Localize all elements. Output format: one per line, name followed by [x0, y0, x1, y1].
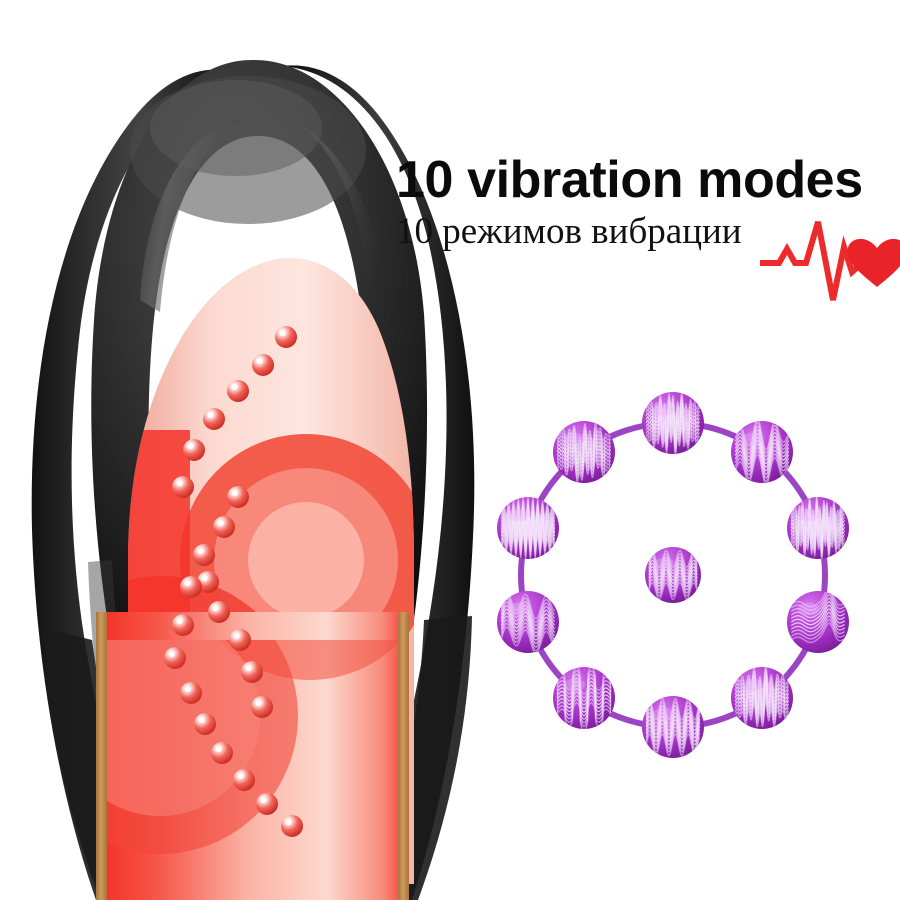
center-mode-node[interactable]: [645, 547, 701, 603]
waveform-pattern: [791, 591, 845, 644]
heartbeat-line: [760, 221, 886, 301]
mode-node-1[interactable]: [642, 392, 704, 455]
mode-node-group: [497, 392, 849, 758]
mode-node-10[interactable]: [553, 421, 615, 483]
vibration-bead-chain: [164, 326, 303, 837]
page-subtitle: 10 режимов вибрации: [396, 211, 742, 252]
waveform-pattern: [645, 697, 701, 757]
vibration-bead: [229, 629, 251, 651]
shaft-section: [96, 612, 409, 900]
waveform-pattern: [734, 421, 790, 483]
waveform-pattern: [790, 497, 846, 559]
vibration-bead: [180, 682, 202, 704]
page-title: 10 vibration modes: [396, 151, 863, 209]
shell-rim-sheen-left: [140, 118, 244, 312]
vibration-bead: [208, 601, 230, 623]
vibration-bead: [275, 326, 297, 348]
vibration-bead: [241, 661, 263, 683]
shaft-ripples: [96, 640, 408, 854]
vibration-bead: [252, 354, 274, 376]
waveform-pattern: [645, 392, 701, 454]
waveform-pattern: [500, 497, 556, 559]
mode-node-9[interactable]: [497, 496, 559, 559]
waveform-pattern: [556, 667, 612, 729]
vibration-bead: [233, 769, 255, 791]
mode-node-2[interactable]: [731, 419, 793, 485]
vibration-bead: [203, 408, 225, 430]
vibration-bead: [172, 476, 194, 498]
vibration-bead: [213, 516, 235, 538]
vibration-bead: [227, 486, 249, 508]
shaft-edge-right: [398, 612, 409, 900]
waveform-pattern: [556, 423, 611, 483]
shaft-edge-left: [96, 612, 107, 900]
vibration-bead: [164, 647, 186, 669]
waveform-pattern: [734, 667, 790, 728]
vibration-bead: [180, 576, 202, 598]
vibration-bead: [256, 793, 278, 815]
vibration-bead: [227, 380, 249, 402]
headline-block: 10 vibration modes 10 режимов вибрации: [396, 152, 886, 254]
mode-node-5[interactable]: [731, 666, 793, 729]
vibration-bead: [281, 815, 303, 837]
vibration-bead: [183, 439, 205, 461]
heart-icon: [847, 238, 900, 287]
vibration-bead: [251, 696, 273, 718]
vibration-bead: [197, 571, 219, 593]
waveform-pattern: [648, 550, 698, 600]
ripple-arc-core-right: [248, 502, 364, 618]
mode-node-7[interactable]: [553, 667, 615, 730]
mode-node-6[interactable]: [642, 696, 704, 758]
vibration-bead: [172, 614, 194, 636]
mode-node-4[interactable]: [787, 588, 849, 653]
vibration-bead: [194, 713, 216, 735]
waveform-pattern: [500, 591, 555, 653]
vibration-bead: [193, 544, 215, 566]
vibration-bead: [211, 742, 233, 764]
mode-node-3[interactable]: [787, 496, 849, 559]
shaft-ripple-left-inner: [96, 640, 260, 816]
mode-node-8[interactable]: [497, 591, 559, 654]
shell-rim-sheen-right: [290, 120, 392, 330]
